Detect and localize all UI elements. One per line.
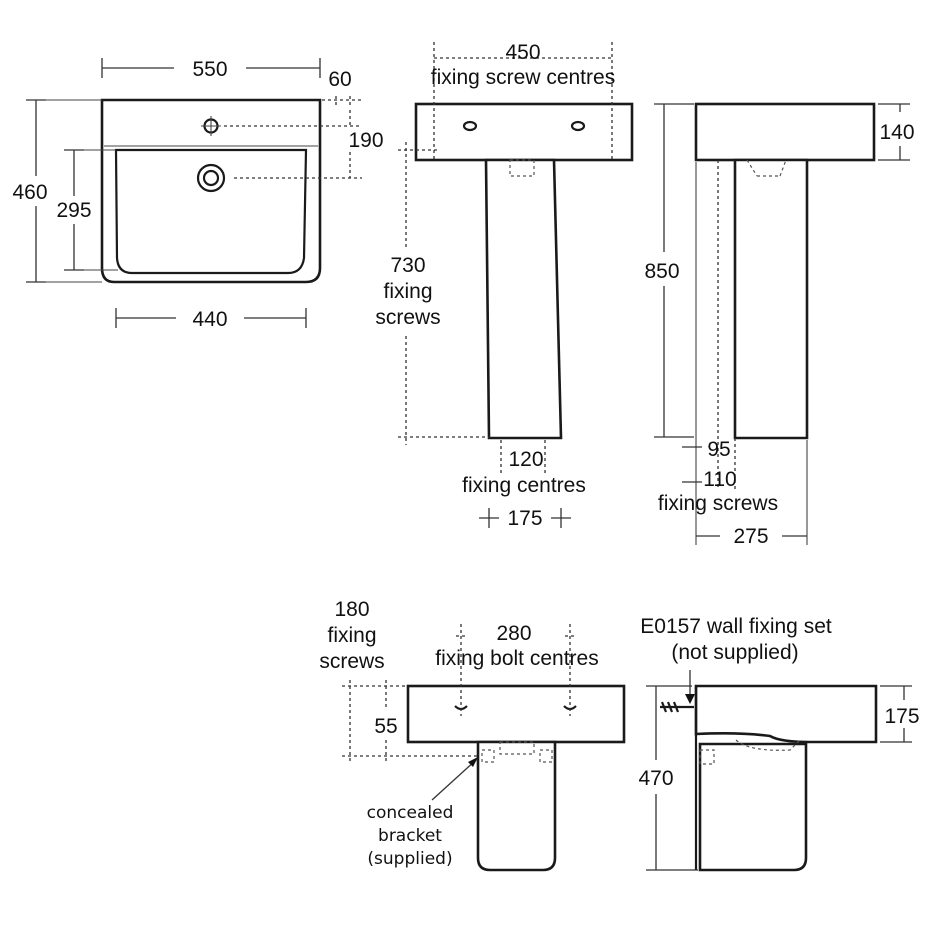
- semi-basin-side-body: [694, 684, 878, 744]
- fixing-screw-centres-label: fixing screw centres: [431, 66, 615, 89]
- basin-top-view: 550 60 190 460 295 440: [12, 58, 384, 331]
- dim-55: 55: [374, 715, 397, 738]
- concealed-bracket-label: concealed: [367, 803, 454, 823]
- dim-440: 440: [192, 308, 227, 331]
- svg-text:(not supplied): (not supplied): [671, 641, 798, 664]
- svg-text:screws: screws: [375, 306, 440, 329]
- dim-140: 140: [879, 121, 914, 144]
- waste-outlet: [196, 163, 226, 193]
- fixing-screws-label: fixing screws: [658, 492, 778, 515]
- semi-pedestal-front-view: 280 fixing bolt centres 180 fixing screw…: [319, 598, 626, 872]
- basin-front-body: [414, 102, 634, 162]
- svg-text:(supplied): (supplied): [367, 849, 452, 869]
- dim-550: 550: [192, 58, 227, 81]
- semi-pedestal-side: [698, 742, 808, 872]
- dim-120: 120: [508, 448, 543, 471]
- pedestal-side: [733, 158, 809, 440]
- concealed-bracket-right: [539, 749, 553, 763]
- dim-280: 280: [496, 622, 531, 645]
- wall-fixing-label: E0157 wall fixing set: [640, 615, 832, 638]
- svg-text:bracket: bracket: [378, 826, 442, 846]
- fixing-bolt-centres-label: fixing bolt centres: [435, 647, 598, 670]
- dim-190: 190: [348, 129, 383, 152]
- pedestal-front: [484, 158, 563, 440]
- bracket-arrow: [468, 757, 478, 767]
- dim-460: 460: [12, 181, 47, 204]
- dim-180: 180: [334, 598, 369, 621]
- dim-470: 470: [638, 767, 673, 790]
- dim-175: 175: [507, 507, 542, 530]
- basin-side-view: 140 850 95 110 fixing screws 275: [644, 102, 915, 548]
- screw-hole-right: [570, 120, 586, 132]
- dim-110: 110: [703, 468, 736, 491]
- concealed-bracket-left: [481, 749, 495, 763]
- dim-275: 275: [733, 525, 768, 548]
- svg-text:fixing: fixing: [327, 624, 376, 647]
- dim-175-side: 175: [884, 705, 919, 728]
- dim-730: 730: [390, 254, 425, 277]
- basin-bowl: [114, 148, 308, 275]
- fixing-centres-label: fixing centres: [462, 474, 586, 497]
- semi-pedestal-front: [476, 740, 557, 872]
- dim-450: 450: [505, 41, 540, 64]
- semi-pedestal-side-view: E0157 wall fixing set (not supplied) 175…: [638, 615, 920, 872]
- dim-60: 60: [328, 68, 351, 91]
- screw-hole-left: [462, 120, 478, 132]
- basin-front-view: 450 fixing screw centres 730 fixing scre…: [375, 41, 634, 530]
- svg-text:screws: screws: [319, 650, 384, 673]
- wall-fixing-arrow: [685, 694, 695, 704]
- semi-basin-front-body: [406, 684, 626, 744]
- dim-850: 850: [644, 260, 679, 283]
- basin-side-body: [694, 102, 876, 162]
- dim-95: 95: [707, 438, 730, 461]
- dim-295: 295: [56, 199, 91, 222]
- svg-text:fixing: fixing: [383, 280, 432, 303]
